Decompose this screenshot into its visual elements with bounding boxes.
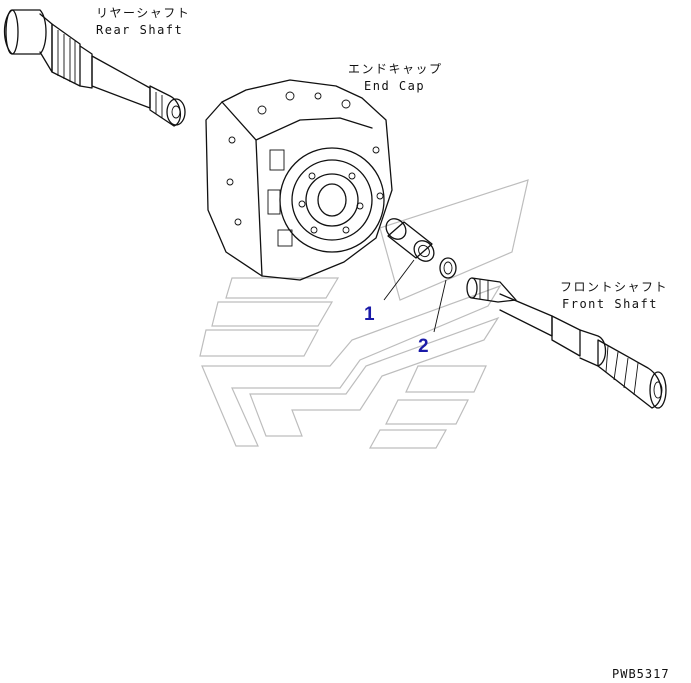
part-2-ring[interactable] — [433, 257, 457, 333]
rear-shaft-label-en: Rear Shaft — [96, 23, 183, 37]
rear-shaft[interactable] — [3, 9, 186, 127]
callout-1[interactable]: 1 — [364, 304, 375, 325]
end-cap-label-jp: エンドキャップ — [348, 62, 443, 76]
callout-2[interactable]: 2 — [418, 336, 429, 357]
front-shaft[interactable] — [466, 277, 667, 409]
end-cap[interactable] — [205, 79, 393, 281]
part-1-sleeve[interactable] — [382, 215, 438, 301]
end-cap-label-en: End Cap — [364, 79, 425, 93]
front-shaft-label-en: Front Shaft — [562, 297, 658, 311]
rear-shaft-label-jp: リヤーシャフト — [96, 6, 190, 20]
drawing-code: PWB5317 — [612, 667, 670, 681]
watermark-logo — [199, 179, 529, 449]
front-shaft-label-jp: フロントシャフト — [560, 280, 668, 294]
